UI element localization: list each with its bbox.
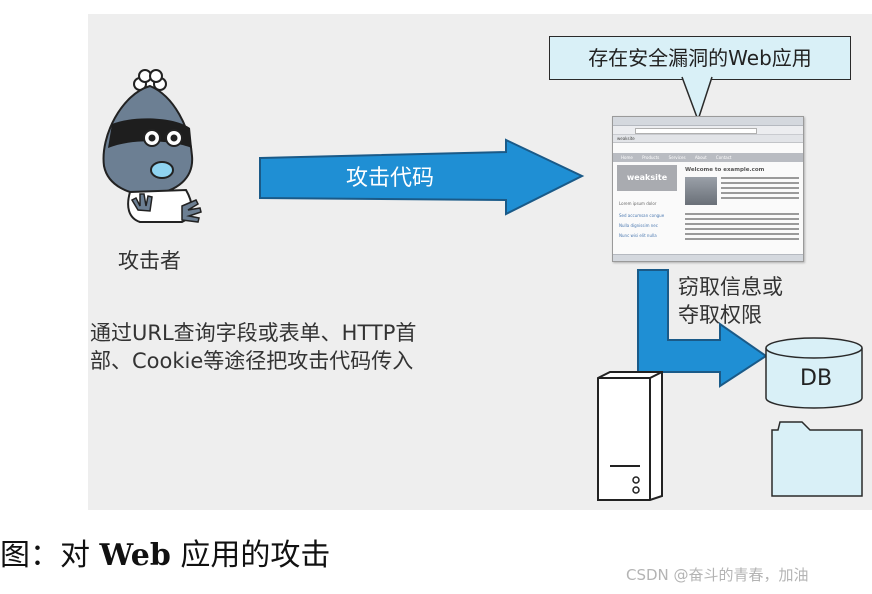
site-side-title: Lorem ipsum dolor — [619, 201, 657, 206]
attacker-mouth — [150, 161, 174, 179]
description-line-1: 通过URL查询字段或表单、HTTP首 — [90, 321, 417, 345]
attacker-figure — [102, 69, 202, 223]
caption-bold: Web — [99, 538, 171, 573]
attacker-label: 攻击者 — [118, 249, 181, 273]
watermark: CSDN @奋斗的青春，加油 — [626, 566, 809, 584]
browser-statusbar — [613, 254, 803, 261]
browser-tabbar: weaksite — [613, 135, 803, 143]
steal-label-line-2: 夺取权限 — [678, 303, 762, 327]
figure-panel — [88, 14, 872, 510]
site-navbar: Home Products Services About Contact — [613, 153, 803, 162]
site-side-link: Nulla dignissim nec — [619, 223, 658, 228]
site-side-link: Sed accumsan congue — [619, 213, 665, 218]
site-body-text-2 — [685, 213, 799, 243]
database-icon — [765, 337, 863, 409]
attacker-hand-right — [181, 199, 202, 223]
site-body-text — [721, 177, 799, 202]
site-logo: weaksite — [626, 173, 668, 182]
caption-prefix: 图：对 — [0, 538, 100, 573]
site-nav-item: Home — [621, 155, 633, 160]
folder-icon — [771, 421, 863, 497]
attack-arrow — [259, 138, 585, 216]
attacker-hand-left — [130, 193, 153, 212]
hair-tuft — [133, 69, 167, 91]
server-icon — [597, 371, 663, 501]
figure-caption: 图：对 Web 应用的攻击 — [0, 530, 330, 574]
browser-titlebar — [613, 117, 803, 126]
browser-addressbar — [613, 126, 803, 135]
site-side-link: Nunc wisi elit nulla — [619, 233, 657, 238]
steal-label-line-1: 窃取信息或 — [678, 275, 783, 299]
site-logo-block: weaksite — [617, 165, 677, 191]
browser-tab: weaksite — [617, 136, 635, 141]
site-nav-item: Contact — [715, 155, 732, 160]
attack-arrow-label: 攻击代码 — [346, 166, 435, 191]
browser-screenshot: weaksite Home Products Services About Co… — [612, 116, 804, 262]
site-nav-item: Services — [668, 155, 686, 160]
site-welcome: Welcome to example.com — [685, 167, 765, 173]
site-nav-item: About — [694, 155, 707, 160]
vulnerable-app-callout: 存在安全漏洞的Web应用 — [549, 36, 851, 80]
site-photo — [685, 177, 717, 205]
site-nav-item: Products — [642, 155, 660, 160]
exfiltrate-arrow — [637, 269, 768, 388]
description-line-2: 部、Cookie等途径把攻击代码传入 — [90, 349, 414, 373]
database-label: DB — [800, 366, 833, 391]
caption-suffix: 应用的攻击 — [170, 538, 331, 573]
